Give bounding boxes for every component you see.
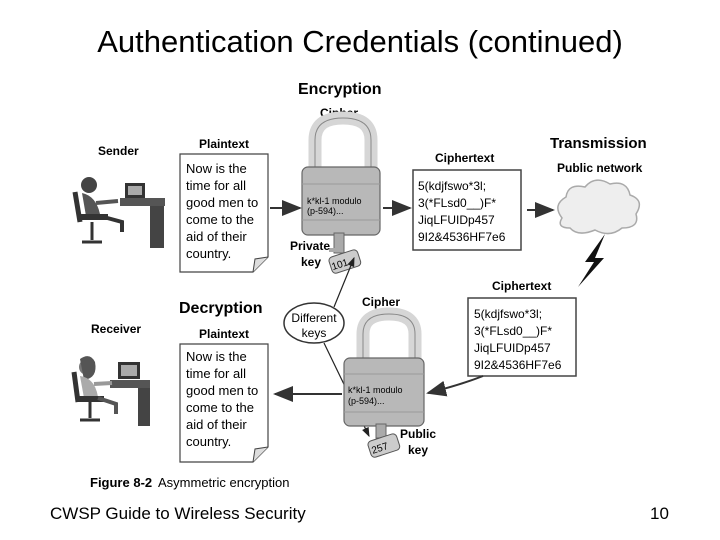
plaintext-page-bottom: Now is the time for all good men to come… [179,343,269,463]
arrow-ciphertext-to-decipher [426,375,484,397]
plaintext-page-top: Now is the time for all good men to come… [179,153,269,273]
plaintext-label-bottom: Plaintext [199,327,249,341]
plaintext-line: good men to [186,383,258,398]
ciphertext-line: JiqLFUIDp457 [418,213,495,227]
cipher-label-bottom: Cipher [362,295,400,309]
private-key-label: key [301,255,321,269]
padlock-icon-decryption: k*kl-1 modulo (p-594)... [343,307,425,427]
public-network-label: Public network [557,161,643,175]
page-number: 10 [650,504,669,523]
sender-person-at-desk-icon [72,177,165,248]
pointer-to-private-key [333,256,355,308]
public-key-label: Public [400,427,436,441]
decryption-heading: Decryption [179,300,263,317]
different-keys-callout: Different keys [283,302,345,344]
lock-text: (p-594)... [348,396,385,406]
lock-text: k*kl-1 modulo [348,385,403,395]
different-keys-text: Different [291,311,337,325]
footer-course-title: CWSP Guide to Wireless Security [50,504,306,523]
ciphertext-line: 9I2&4536HF7e6 [474,358,562,372]
private-key-number: 101 [330,257,350,273]
encryption-heading: Encryption [298,81,382,98]
transmission-heading: Transmission [550,135,647,152]
ciphertext-label-bottom: Ciphertext [492,279,551,293]
ciphertext-line: 5(kdjfswo*3l; [418,179,486,193]
ciphertext-line: 5(kdjfswo*3l; [474,307,542,321]
ciphertext-line: 3(*FLsd0__)F* [418,196,496,210]
padlock-icon-encryption: k*kl-1 modulo (p-594)... [301,111,381,236]
ciphertext-box-top: 5(kdjfswo*3l; 3(*FLsd0__)F* JiqLFUIDp457… [412,169,522,251]
sender-label: Sender [98,144,139,158]
different-keys-text: keys [302,326,327,340]
public-key-number: 257 [370,441,390,457]
plaintext-line: time for all [186,178,246,193]
plaintext-line: come to the [186,212,254,227]
plaintext-line: good men to [186,195,258,210]
plaintext-line: come to the [186,400,254,415]
ciphertext-line: 3(*FLsd0__)F* [474,324,552,338]
plaintext-line: Now is the [186,161,247,176]
figure-caption-number: Figure 8-2 [90,475,152,490]
receiver-label: Receiver [91,322,141,336]
plaintext-line: Now is the [186,349,247,364]
key-icon-public [367,423,401,458]
ciphertext-label-top: Ciphertext [435,151,494,165]
plaintext-line: aid of their [186,417,247,432]
private-key-label: Private [290,239,330,253]
slide-title: Authentication Credentials (continued) [97,24,623,59]
lock-text: (p-594)... [307,206,344,216]
lock-text: k*kl-1 modulo [307,196,362,206]
cloud-icon [557,179,641,235]
figure-caption-text: Asymmetric encryption [158,475,289,490]
ciphertext-box-bottom: 5(kdjfswo*3l; 3(*FLsd0__)F* JiqLFUIDp457… [467,297,577,377]
plaintext-line: time for all [186,366,246,381]
public-key-label: key [408,443,428,457]
plaintext-line: aid of their [186,229,247,244]
plaintext-label-top: Plaintext [199,137,249,151]
plaintext-line: country. [186,246,231,261]
receiver-person-at-desk-icon [71,356,150,426]
lightning-icon [578,234,605,287]
ciphertext-line: 9I2&4536HF7e6 [418,230,506,244]
key-icon-private [328,232,362,274]
plaintext-line: country. [186,434,231,449]
ciphertext-line: JiqLFUIDp457 [474,341,551,355]
